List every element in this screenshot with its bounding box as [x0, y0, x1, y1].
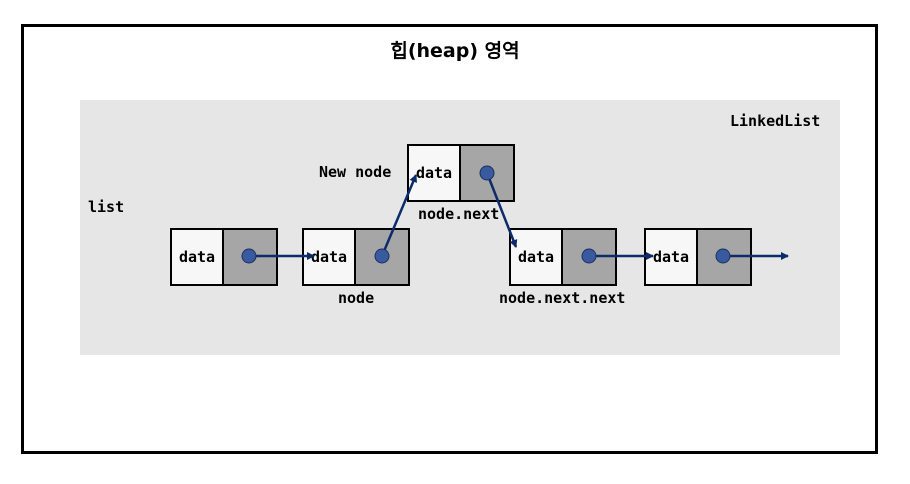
node-next-label: node.next	[418, 205, 500, 223]
pointer-dot	[479, 165, 495, 181]
list-label: list	[88, 198, 125, 216]
linkedlist-panel	[80, 100, 840, 355]
linkedlist-label: LinkedList	[730, 112, 821, 130]
pointer-dot	[241, 248, 257, 264]
pointer-dot	[715, 248, 731, 264]
pointer-dot	[374, 248, 390, 264]
node-tail: data	[644, 228, 752, 286]
arrow-new-node-to-next	[485, 172, 518, 248]
node-pointer-cell	[461, 144, 515, 202]
node-data-cell: data	[407, 144, 461, 202]
node-next-next-label: node.next.next	[499, 289, 626, 307]
arrow-node-to-new-node	[380, 174, 418, 257]
node-next-next: data	[509, 228, 617, 286]
new-node: data	[407, 144, 515, 202]
diagram-title: 힙(heap) 영역	[390, 40, 520, 62]
node-label: node	[338, 289, 375, 307]
pointer-dot	[581, 248, 597, 264]
node-data-cell: data	[509, 228, 563, 286]
new-node-label: New node	[319, 163, 392, 181]
node-data-cell: data	[170, 228, 224, 286]
